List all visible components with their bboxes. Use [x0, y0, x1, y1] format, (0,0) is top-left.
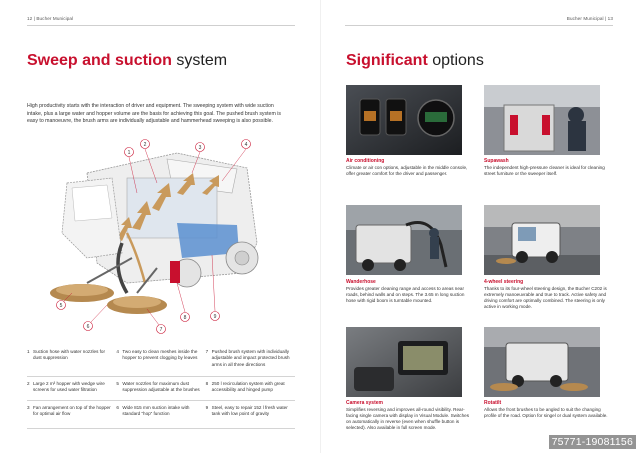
callout-3: 3: [191, 142, 205, 174]
option-title-wanderhose: Wanderhose: [346, 279, 376, 285]
svg-text:6: 6: [87, 324, 90, 330]
page-fold: [320, 0, 321, 453]
page-header-right: Bucher Municipal | 13: [566, 16, 613, 21]
right-title-bold: Significant: [346, 52, 428, 69]
page-header-left: 12 | Bucher Municipal: [27, 16, 74, 21]
option-title-supawash: Supawash: [484, 158, 509, 164]
svg-text:1: 1: [128, 150, 131, 156]
air-conditioning-photo: [346, 85, 462, 155]
supawash-photo: [484, 85, 600, 155]
option-desc-rotatilt: Allows the front brushes to be angled to…: [484, 407, 608, 419]
svg-text:3: 3: [199, 145, 202, 151]
svg-text:7: 7: [160, 327, 163, 333]
option-title-air-conditioning: Air conditioning: [346, 158, 385, 164]
header-rule-right: [345, 25, 613, 26]
wanderhose-photo: [346, 205, 462, 275]
camera-system-photo: [346, 327, 462, 397]
callout-1: 1: [124, 147, 138, 194]
option-desc-camera-system: Simplifies reversing and improves all-ro…: [346, 407, 469, 431]
right-page-title: Significant options: [346, 52, 484, 70]
right-title-rest: options: [427, 52, 484, 69]
callout-6: 6: [83, 304, 108, 331]
svg-text:9: 9: [214, 314, 217, 320]
callout-4: 4: [221, 139, 251, 182]
four-wheel-steering-photo: [484, 205, 600, 275]
intro-paragraph: High productivity starts with the intera…: [27, 103, 281, 125]
left-title-bold: Sweep and suction: [27, 52, 172, 69]
option-title-camera-system: Camera system: [346, 400, 383, 406]
svg-text:4: 4: [245, 142, 248, 148]
svg-text:2: 2: [144, 142, 147, 148]
callout-7: 7: [146, 308, 166, 334]
callout-9: 9: [210, 254, 220, 321]
callout-8: 8: [176, 282, 190, 322]
option-title-rotatilt: Rotatilt: [484, 400, 502, 406]
sweeper-cutaway-diagram: 1 2 3 4 5 6 7 8 9: [50, 139, 259, 334]
left-title-rest: system: [171, 52, 228, 69]
left-page-title: Sweep and suction system: [27, 52, 227, 70]
rotatilt-photo: [484, 327, 600, 397]
svg-text:5: 5: [60, 303, 63, 309]
listing-id-watermark: 75771-19081156: [548, 435, 636, 449]
callout-5: 5: [56, 292, 73, 310]
option-desc-four-wheel-steering: Thanks to its four-wheel steering design…: [484, 286, 607, 310]
header-rule-left: [27, 25, 295, 26]
option-desc-wanderhose: Provides greater cleaning range and acce…: [346, 286, 465, 304]
option-title-four-wheel-steering: 4-wheel steering: [484, 279, 524, 285]
svg-text:8: 8: [184, 315, 187, 321]
callout-2: 2: [140, 139, 158, 184]
option-desc-air-conditioning: Climate or air con options, adjustable i…: [346, 165, 468, 177]
option-desc-supawash: The independent high-pressure cleaner is…: [484, 165, 605, 177]
